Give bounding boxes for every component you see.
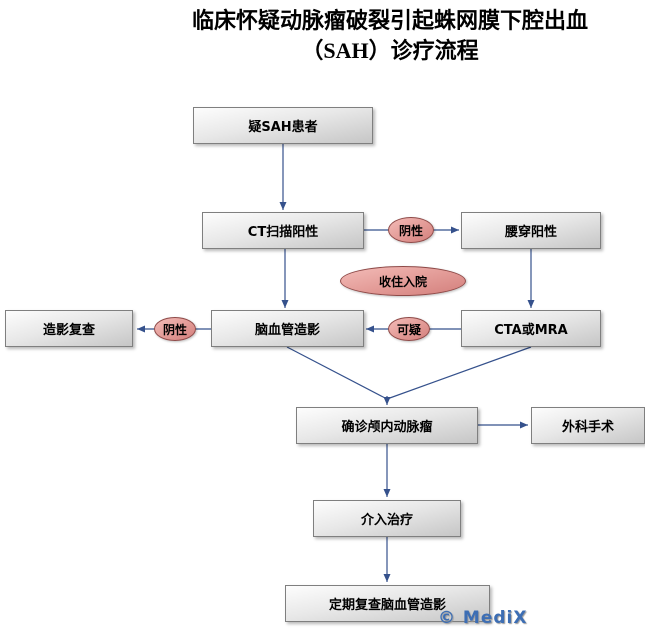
node-label: 确诊颅内动脉瘤 [341,420,433,435]
node-angiography-recheck: 造影复查 [5,310,133,347]
node-label: 造影复查 [42,323,95,338]
node-regular-followup-angiography: 定期复查脑血管造影 [285,585,490,622]
connector-label: 可疑 [396,322,421,337]
node-lumbar-puncture-positive: 腰穿阳性 [461,212,601,249]
chart-title-line2: （SAH）诊疗流程 [301,37,479,63]
node-surgery: 外科手术 [531,407,645,444]
node-cerebral-angiography: 脑血管造影 [211,310,364,347]
connector-label-suspicious: 可疑 [388,317,430,341]
connector-label-negative-ct: 阴性 [388,217,434,243]
node-label: 疑SAH患者 [248,120,318,135]
connector-label-negative-angio: 阴性 [154,317,196,341]
chart-title-line1: 临床怀疑动脉瘤破裂引起蛛网膜下腔出血 [191,8,588,33]
connector-label: 阴性 [398,223,423,238]
chart-title: 临床怀疑动脉瘤破裂引起蛛网膜下腔出血 （SAH）诊疗流程 [140,6,640,65]
node-label: 脑血管造影 [254,323,320,338]
connector-label-admit-hospital: 收住入院 [340,266,466,296]
node-suspect-sah-patient: 疑SAH患者 [193,107,373,144]
node-ct-scan-positive: CT扫描阳性 [202,212,364,249]
node-label: 外科手术 [561,420,614,435]
node-label: 定期复查脑血管造影 [328,598,446,613]
node-label: CT扫描阳性 [247,225,319,240]
node-label: CTA或MRA [494,323,568,338]
node-label: 介入治疗 [360,513,413,528]
connector-label: 收住入院 [378,274,427,289]
node-label: 腰穿阳性 [504,225,557,240]
medix-watermark: © MediX [438,608,528,628]
node-cta-or-mra: CTA或MRA [461,310,601,347]
node-confirmed-intracranial-aneurysm: 确诊颅内动脉瘤 [296,407,478,444]
node-interventional-therapy: 介入治疗 [313,500,461,537]
connector-label: 阴性 [162,322,187,337]
